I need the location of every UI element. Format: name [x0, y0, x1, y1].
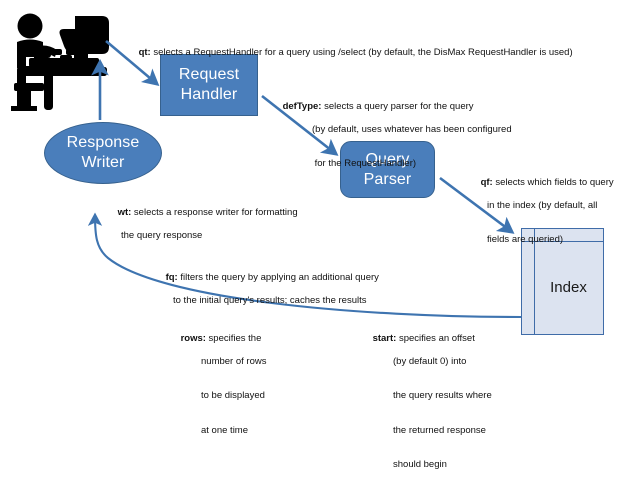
- node-request-handler[interactable]: Request Handler: [160, 54, 258, 116]
- annotation-qf-line1: selects which fields to query: [495, 177, 614, 189]
- annotation-start-line5: should begin: [393, 458, 447, 470]
- annotation-qt-param: qt:: [138, 47, 154, 59]
- node-response-writer-label-line2: Writer: [81, 154, 125, 171]
- annotation-deftype-line3: for the RequestHandler): [312, 158, 417, 170]
- arrow-query-parser-to-index: [439, 176, 515, 234]
- node-index[interactable]: Index: [521, 228, 604, 335]
- diagram-canvas: Request Handler Query Parser Response Wr…: [11, 13, 614, 470]
- node-query-parser-label-line1: Query: [365, 150, 410, 168]
- annotation-wt: wt: selects a response writer for format…: [107, 196, 298, 264]
- annotation-qf: qf: selects which fields to query in the…: [470, 166, 614, 269]
- annotation-rows: rows: specifies the number of rows to be…: [170, 322, 267, 459]
- person-at-computer-icon: [11, 13, 109, 111]
- annotation-wt-line1: selects a response writer for formatting: [133, 207, 298, 219]
- annotation-fq-line1: filters the query by applying an additio…: [180, 272, 379, 284]
- arrow-index-to-response-writer: [87, 212, 522, 319]
- annotation-wt-param: wt:: [117, 207, 134, 219]
- annotation-rows-param: rows:: [180, 333, 209, 345]
- annotation-start-param: start:: [372, 333, 399, 345]
- node-index-label: Index: [550, 279, 587, 296]
- annotation-start-line1: specifies an offset: [398, 333, 475, 345]
- node-response-writer-label-line1: Response: [66, 134, 140, 152]
- annotation-deftype-line2: (by default, uses whatever has been conf…: [312, 124, 512, 136]
- node-query-parser-label-line2: Parser: [363, 170, 412, 188]
- annotation-qf-param: qf:: [480, 177, 496, 189]
- annotation-deftype-param: defType:: [282, 101, 325, 113]
- annotation-rows-line3: to be displayed: [201, 390, 265, 402]
- annotation-start-line3: the query results where: [393, 390, 492, 402]
- annotation-qt-line1: selects a RequestHandler for a query usi…: [153, 47, 573, 59]
- annotation-fq-param: fq:: [165, 272, 181, 284]
- index-top-divider: [522, 241, 603, 243]
- annotation-start-line4: the returned response: [393, 424, 486, 436]
- node-query-parser[interactable]: Query Parser: [340, 141, 435, 198]
- annotation-deftype: defType: selects a query parser for the …: [272, 90, 512, 193]
- node-response-writer[interactable]: Response Writer: [44, 122, 162, 184]
- annotation-qf-line3: fields are queried): [487, 234, 564, 246]
- annotation-rows-line2: number of rows: [201, 356, 267, 368]
- annotation-start: start: specifies an offset (by default 0…: [362, 322, 492, 493]
- annotation-rows-line4: at one time: [201, 424, 248, 436]
- annotation-wt-line2: the query response: [121, 230, 203, 242]
- arrow-request-handler-to-query-parser: [261, 94, 339, 156]
- annotation-deftype-line1: selects a query parser for the query: [324, 101, 474, 113]
- annotation-qt: qt: selects a RequestHandler for a query…: [128, 36, 573, 70]
- node-request-handler-label-line1: Request: [178, 66, 240, 84]
- annotation-rows-line1: specifies the: [208, 333, 262, 345]
- annotation-start-line2: (by default 0) into: [393, 356, 467, 368]
- node-request-handler-label-line2: Handler: [180, 86, 238, 103]
- annotation-qf-line2: in the index (by default, all: [487, 200, 598, 212]
- diagram-vector-layer: [11, 13, 522, 319]
- arrow-user-to-request-handler: [105, 40, 160, 87]
- annotation-fq: fq: filters the query by applying an add…: [155, 261, 379, 329]
- annotation-fq-line2: to the initial query's results; caches t…: [173, 295, 367, 307]
- index-left-divider: [534, 229, 536, 334]
